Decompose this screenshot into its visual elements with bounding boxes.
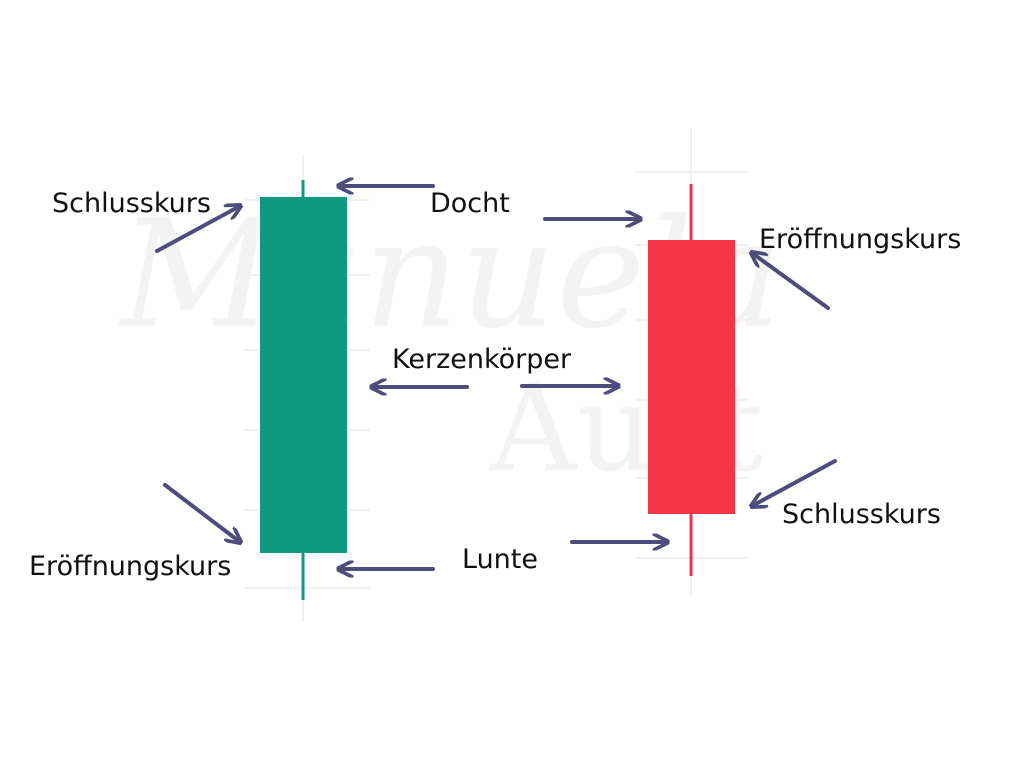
label-body: Kerzenkörper bbox=[392, 344, 572, 375]
label-bear-open: Eröffnungskurs bbox=[759, 224, 962, 255]
arrows bbox=[155, 186, 837, 569]
arrow-bull-open bbox=[163, 483, 240, 542]
label-bull-open: Eröffnungskurs bbox=[29, 551, 232, 582]
label-bull-close: Schlusskurs bbox=[52, 188, 211, 219]
bearish-body bbox=[648, 240, 735, 514]
arrow-bear-close bbox=[752, 459, 837, 506]
arrow-bear-open bbox=[752, 253, 830, 310]
arrow-bull-close bbox=[155, 206, 240, 253]
bullish-body bbox=[260, 197, 347, 553]
label-shadow: Lunte bbox=[462, 544, 538, 575]
bullish-candle bbox=[260, 180, 347, 600]
label-wick: Docht bbox=[430, 188, 510, 219]
bearish-candle bbox=[648, 184, 735, 576]
label-bear-close: Schlusskurs bbox=[782, 499, 941, 530]
